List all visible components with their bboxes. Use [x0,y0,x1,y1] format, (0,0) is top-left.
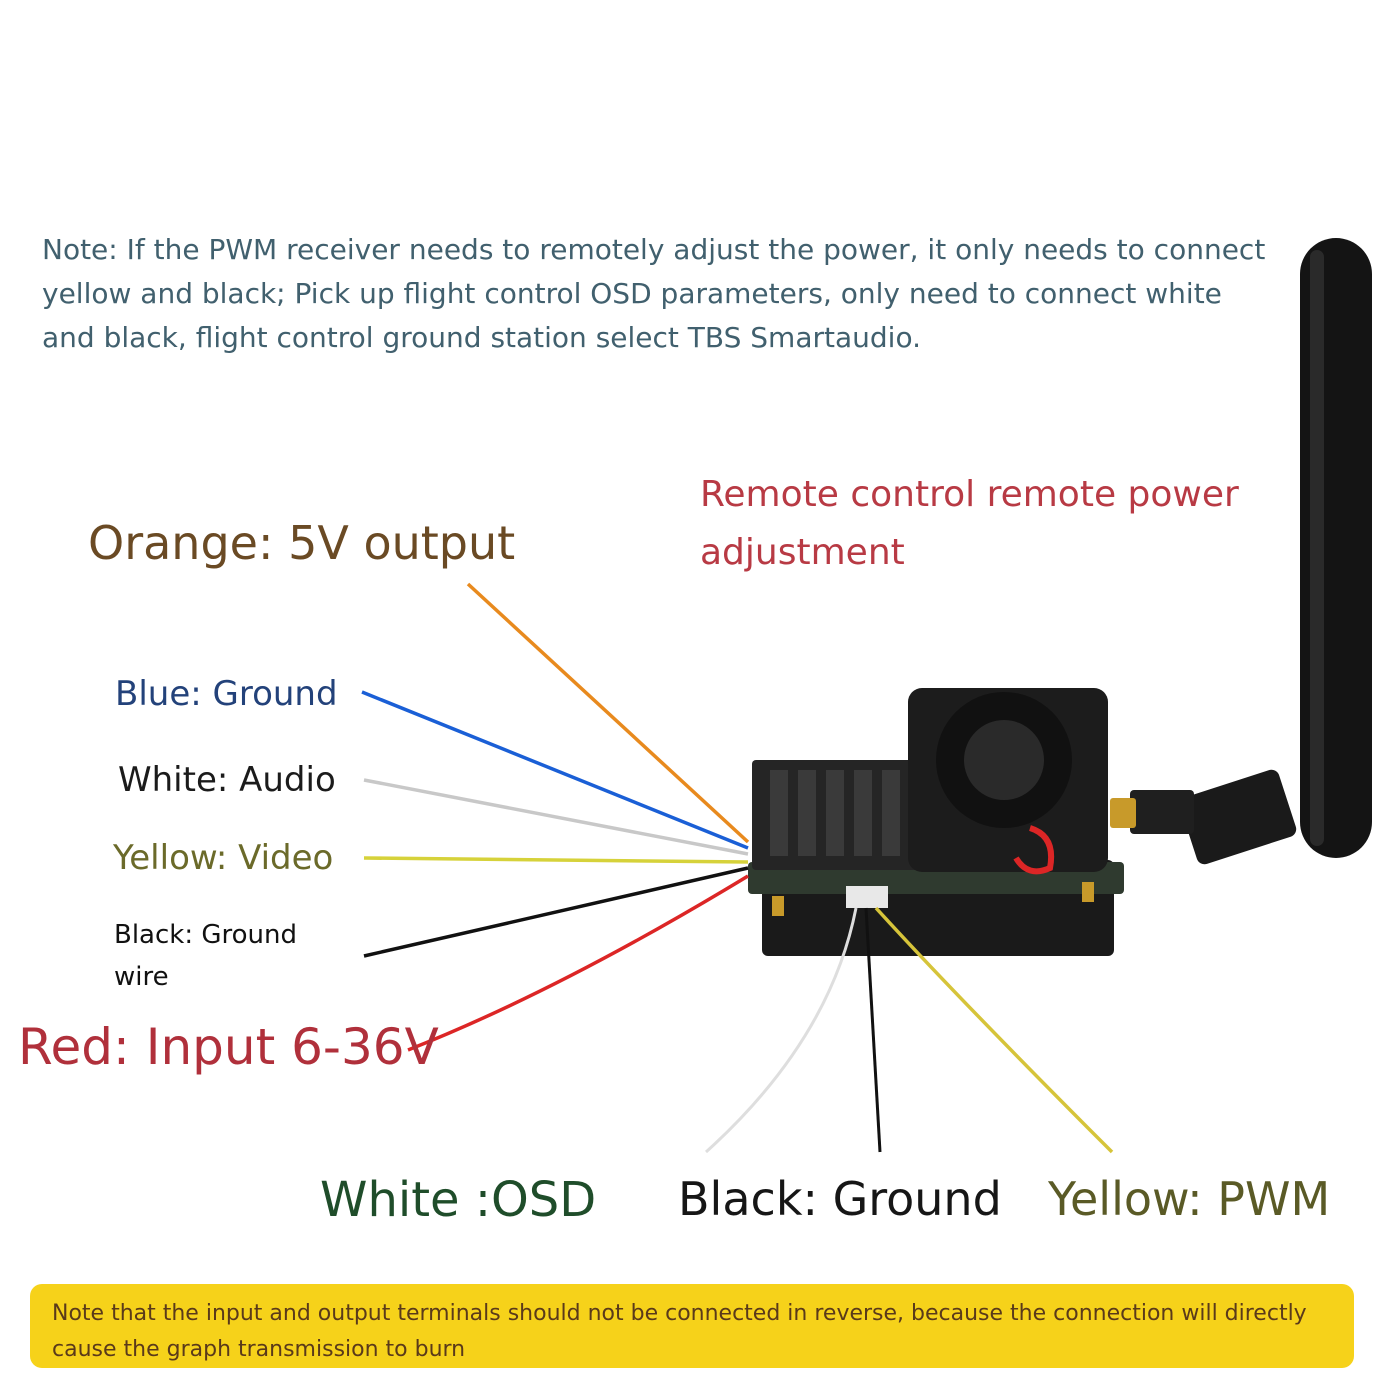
label-orange-5v: Orange: 5V output [88,516,516,570]
label-remote-power: Remote control remote power adjustment [700,474,1239,573]
label-yellow-pwm: Yellow: PWM [1048,1172,1331,1226]
top-note: Note: If the PWM receiver needs to remot… [42,233,1266,354]
label-white-audio: White: Audio [118,760,336,800]
antenna-icon [1110,238,1372,865]
label-yellow-video: Yellow: Video [113,838,334,878]
label-blue-ground: Blue: Ground [115,674,338,714]
label-white-osd: White :OSD [320,1172,597,1228]
warning-text: Note that the input and output terminals… [52,1301,1307,1362]
warning-banner: Note that the input and output terminals… [30,1284,1354,1368]
label-red-input: Red: Input 6-36V [18,1018,439,1076]
label-black-ground-wire: Black: Ground wire [114,920,298,992]
transmitter-module [748,688,1124,956]
label-black-ground: Black: Ground [678,1172,1002,1226]
